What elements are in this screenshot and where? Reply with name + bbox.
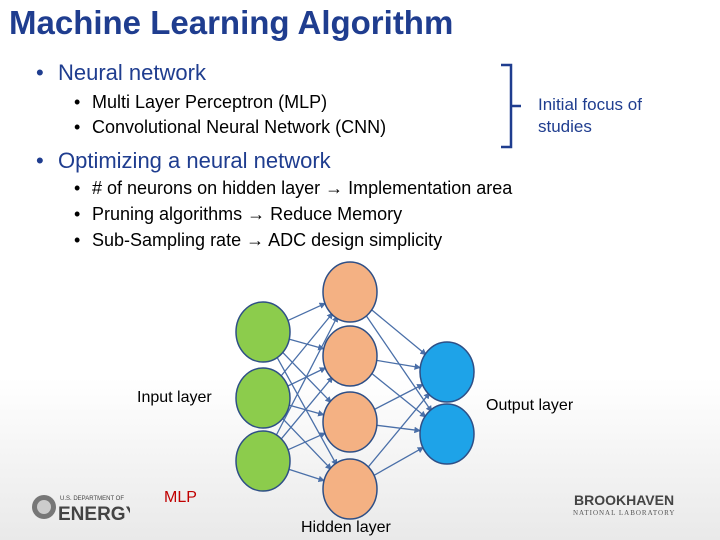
connection-arrow bbox=[279, 312, 334, 378]
sub-bullet-text: # of neurons on hidden layer → Implement… bbox=[92, 178, 513, 198]
bullet-dot: • bbox=[74, 92, 81, 112]
sub-bullet-text: Multi Layer Perceptron (MLP) bbox=[92, 92, 328, 112]
sub-bullet-text: Pruning algorithms → Reduce Memory bbox=[92, 204, 403, 224]
network-nodes bbox=[235, 261, 475, 520]
sub-bullet-mlp: • Multi Layer Perceptron (MLP) bbox=[74, 92, 327, 113]
connection-arrow bbox=[281, 417, 332, 470]
bullet-dot: • bbox=[74, 178, 81, 198]
doe-logo: U.S. DEPARTMENT OF ENERGY bbox=[32, 495, 130, 524]
bullet-text: Optimizing a neural network bbox=[58, 148, 331, 173]
connection-arrow bbox=[376, 359, 422, 370]
slide-title: Machine Learning Algorithm bbox=[9, 4, 454, 41]
connection-arrow bbox=[370, 308, 427, 356]
bullet-optimizing: • Optimizing a neural network bbox=[36, 148, 331, 174]
svg-text:ENERGY: ENERGY bbox=[58, 504, 130, 524]
bullet-dot: • bbox=[74, 117, 81, 137]
connection-arrow bbox=[288, 404, 325, 417]
sub-bullet-text: Sub-Sampling rate → ADC design simplicit… bbox=[92, 230, 443, 250]
connection-arrow bbox=[366, 392, 431, 469]
bullet-dot: • bbox=[74, 230, 81, 250]
hidden-neuron bbox=[322, 325, 378, 387]
connection-arrow bbox=[274, 315, 339, 438]
svg-text:BROOKHAVEN: BROOKHAVEN bbox=[574, 492, 674, 508]
bracket-shape bbox=[501, 63, 521, 149]
bnl-logo: BROOKHAVEN NATIONAL LABORATORY bbox=[573, 492, 675, 517]
bullet-text: Neural network bbox=[58, 60, 206, 85]
input-neuron bbox=[235, 430, 291, 492]
connection-arrow bbox=[364, 313, 433, 413]
sub-bullet-pruning: • Pruning algorithms → Reduce Memory bbox=[74, 204, 402, 225]
side-note: Initial focus of studies bbox=[538, 94, 642, 138]
mlp-label: MLP bbox=[164, 489, 197, 506]
hidden-neuron bbox=[322, 261, 378, 323]
bullet-dot: • bbox=[74, 204, 81, 224]
hidden-neuron bbox=[322, 391, 378, 453]
connection-arrow bbox=[279, 376, 334, 441]
svg-text:U.S. DEPARTMENT OF: U.S. DEPARTMENT OF bbox=[60, 496, 124, 502]
connection-arrow bbox=[376, 424, 421, 434]
connection-arrow bbox=[287, 302, 327, 322]
hidden-neuron bbox=[322, 458, 378, 520]
bullet-neural-network: • Neural network bbox=[36, 60, 206, 86]
bullet-dot: • bbox=[36, 60, 44, 85]
svg-text:NATIONAL LABORATORY: NATIONAL LABORATORY bbox=[573, 509, 675, 517]
bullet-dot: • bbox=[36, 148, 44, 173]
output-neuron bbox=[419, 341, 475, 403]
connection-arrow bbox=[370, 372, 427, 418]
sub-bullet-neurons: • # of neurons on hidden layer → Implemen… bbox=[74, 178, 512, 199]
connection-arrow bbox=[287, 432, 326, 451]
sub-bullet-cnn: • Convolutional Neural Network (CNN) bbox=[74, 117, 386, 138]
side-note-line: studies bbox=[538, 117, 592, 136]
connection-arrow bbox=[373, 446, 425, 477]
output-neuron bbox=[419, 403, 475, 465]
input-layer-label: Input layer bbox=[137, 389, 212, 406]
connection-arrow bbox=[373, 383, 424, 411]
input-neuron bbox=[235, 301, 291, 363]
output-layer-label: Output layer bbox=[486, 397, 574, 414]
network-edges bbox=[274, 302, 433, 483]
side-note-line: Initial focus of bbox=[538, 95, 642, 114]
input-neuron bbox=[235, 367, 291, 429]
sub-bullet-text: Convolutional Neural Network (CNN) bbox=[92, 117, 387, 137]
sub-bullet-subsampling: • Sub-Sampling rate → ADC design simplici… bbox=[74, 230, 442, 251]
hidden-layer-label: Hidden layer bbox=[301, 519, 391, 536]
connection-arrow bbox=[288, 468, 325, 483]
